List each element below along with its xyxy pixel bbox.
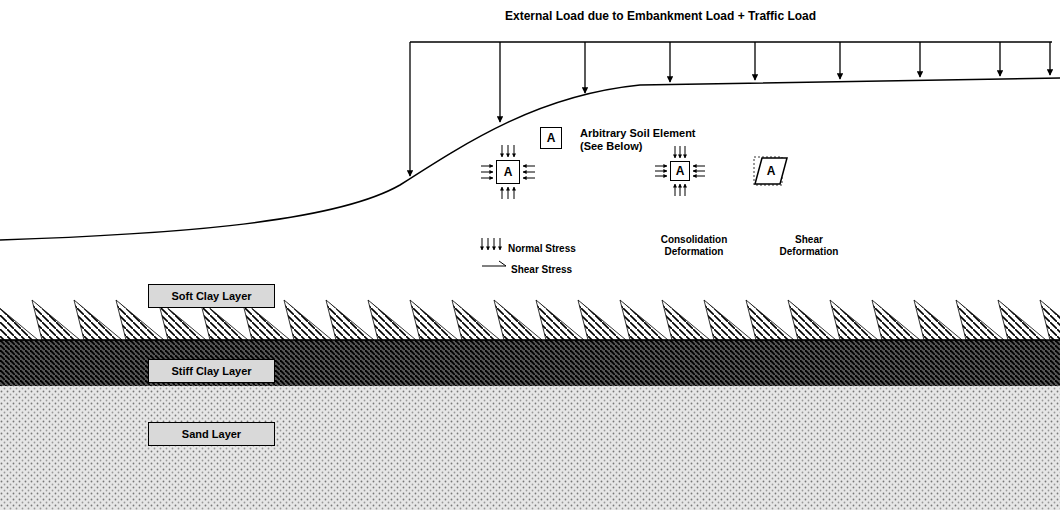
annotation-label: Arbitrary Soil Element (See Below) — [580, 127, 718, 152]
legend-text: Shear Stress — [510, 264, 573, 275]
layer-label: Stiff Clay Layer — [148, 359, 275, 383]
node-text: Soft Clay Layer — [171, 290, 251, 302]
legend-text: Normal Stress — [507, 243, 577, 254]
node-text: A — [504, 165, 513, 179]
consolidated-element: A — [670, 161, 690, 181]
stress-element: A — [496, 160, 520, 184]
legend-samples — [482, 238, 506, 266]
layer-label: Sand Layer — [148, 422, 275, 446]
node-text: A — [767, 164, 776, 178]
node-text: Stiff Clay Layer — [171, 365, 251, 377]
soil-element: A — [540, 127, 562, 149]
layer-label: Soft Clay Layer — [148, 284, 275, 308]
node-text: A — [547, 131, 556, 145]
consolidation-arrows — [655, 146, 705, 196]
legend-entry: Shear Stress — [510, 259, 573, 277]
parallelogram-shape — [755, 158, 787, 184]
annotation-label: Consolidation Deformation — [648, 234, 740, 257]
annotation-label: External Load due to Embankment Load + T… — [505, 10, 965, 24]
element-stress-arrows — [481, 145, 535, 199]
sand-layer-band — [0, 386, 1060, 510]
load-arrows — [410, 42, 1052, 176]
node-text: A — [676, 164, 685, 178]
stiff-clay-band — [0, 340, 1060, 386]
embankment-surface — [0, 78, 1060, 240]
annotation-label: Shear Deformation — [768, 234, 850, 257]
sheared-element: A — [754, 157, 788, 185]
legend-entry: Normal Stress — [507, 238, 577, 256]
node-text: Sand Layer — [182, 428, 241, 440]
